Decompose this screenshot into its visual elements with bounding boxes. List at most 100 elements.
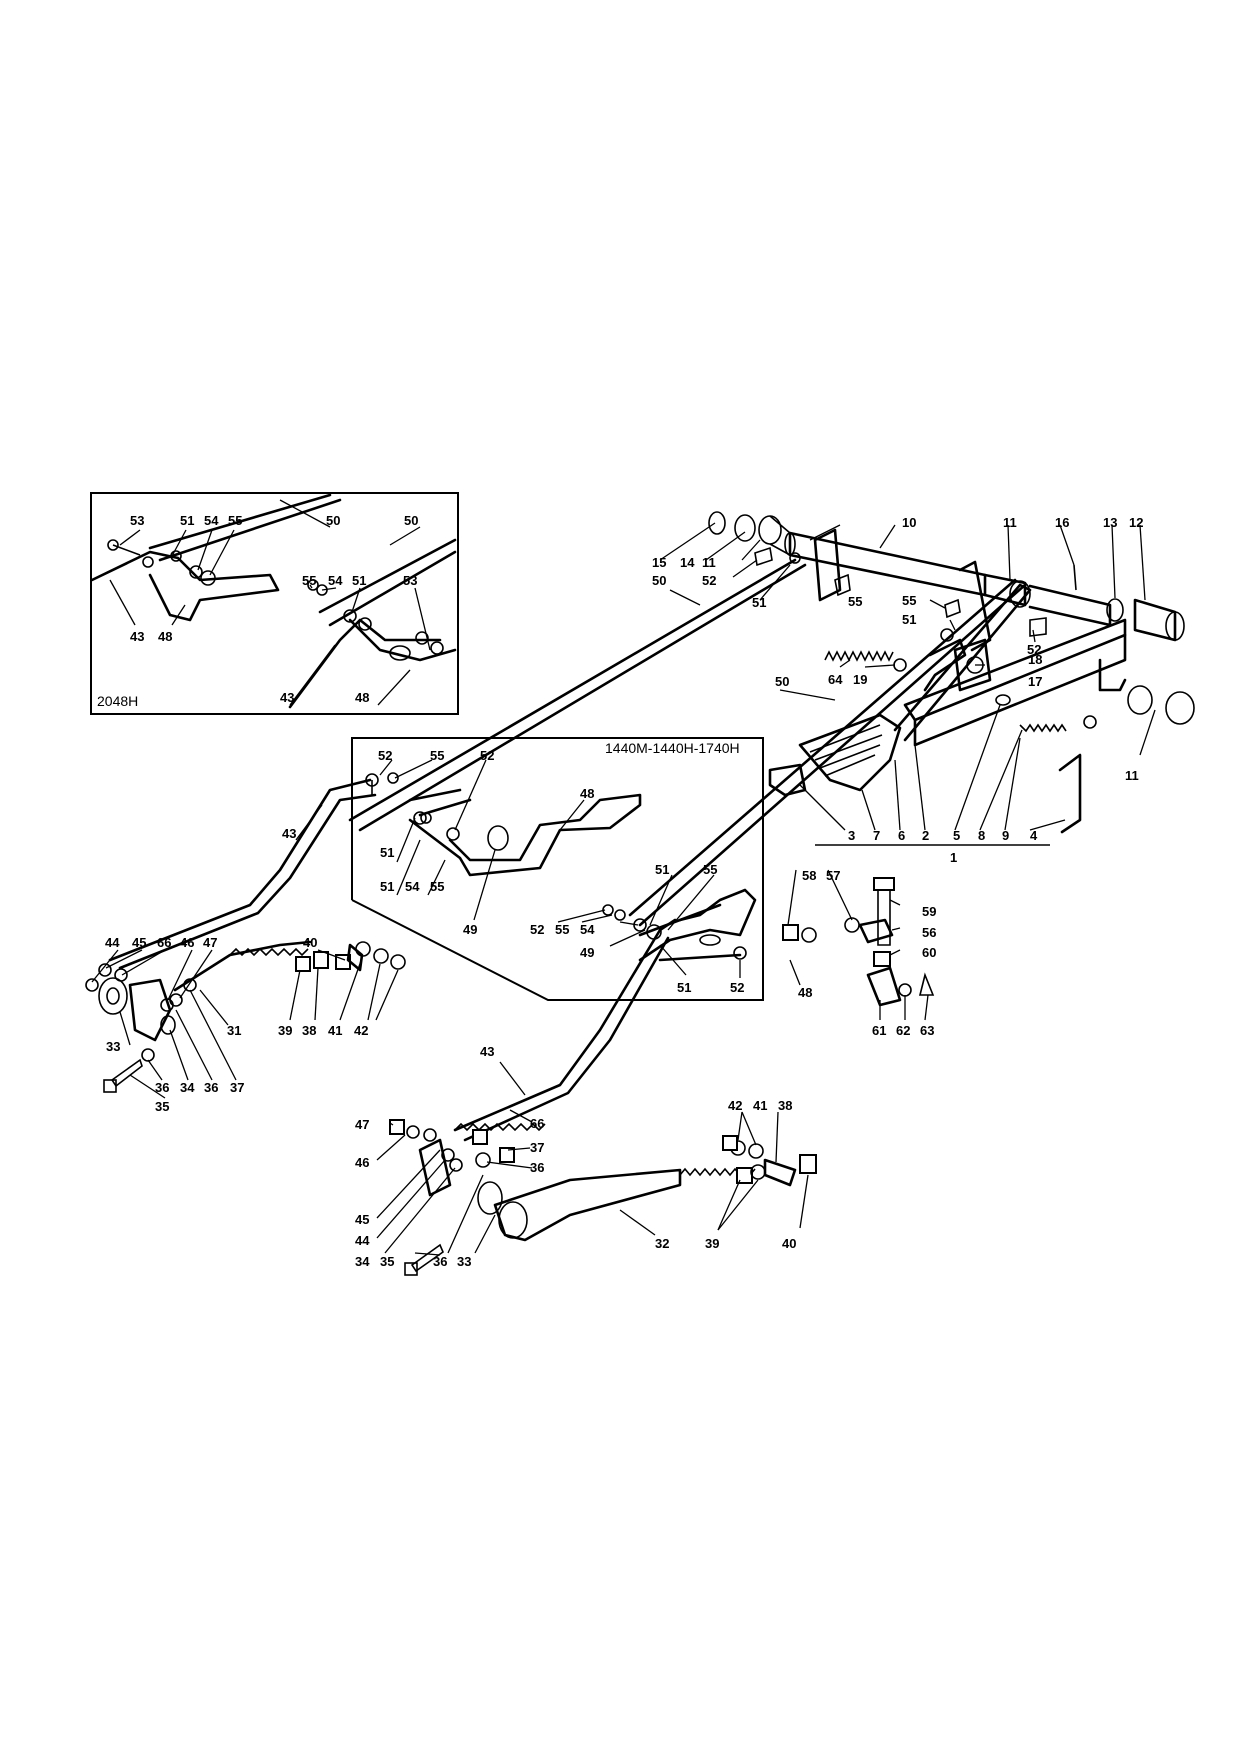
callout-32: 32 bbox=[655, 1236, 669, 1251]
callout-42: 42 bbox=[354, 1023, 368, 1038]
callout-6: 6 bbox=[898, 828, 905, 843]
callout-37: 37 bbox=[530, 1140, 544, 1155]
main-shaft-assembly bbox=[348, 511, 1195, 927]
inset-1440m-caption: 1440M-1440H-1740H bbox=[605, 740, 740, 756]
callout-14: 14 bbox=[680, 555, 695, 570]
bottom-callouts: 43 66 37 36 47 46 45 44 34 35 36 33 32 4… bbox=[355, 1044, 796, 1269]
callout-11: 11 bbox=[1003, 515, 1017, 530]
callout-54: 54 bbox=[405, 879, 420, 894]
callout-16: 16 bbox=[1055, 515, 1069, 530]
callout-53: 53 bbox=[403, 573, 417, 588]
callout-49: 49 bbox=[463, 922, 477, 937]
callout-38: 38 bbox=[778, 1098, 792, 1113]
bottom-linkage-assembly bbox=[389, 918, 817, 1276]
callout-49: 49 bbox=[580, 945, 594, 960]
callout-41: 41 bbox=[328, 1023, 342, 1038]
callout-38: 38 bbox=[302, 1023, 316, 1038]
callout-36: 36 bbox=[433, 1254, 447, 1269]
callout-55: 55 bbox=[902, 593, 916, 608]
callout-53: 53 bbox=[130, 513, 144, 528]
callout-19: 19 bbox=[853, 672, 867, 687]
callout-41: 41 bbox=[753, 1098, 767, 1113]
callout-39: 39 bbox=[705, 1236, 719, 1251]
callout-43: 43 bbox=[280, 690, 294, 705]
callout-13: 13 bbox=[1103, 515, 1117, 530]
callout-51: 51 bbox=[380, 879, 394, 894]
callout-62: 62 bbox=[896, 1023, 910, 1038]
callout-2: 2 bbox=[922, 828, 929, 843]
callout-51: 51 bbox=[180, 513, 194, 528]
inset-1440m: 1440M-1440H-1740H bbox=[351, 737, 764, 1001]
callout-51: 51 bbox=[677, 980, 691, 995]
callout-55: 55 bbox=[302, 573, 316, 588]
callout-50: 50 bbox=[775, 674, 789, 689]
callout-63: 63 bbox=[920, 1023, 934, 1038]
inset-2048h: 2048H bbox=[90, 492, 459, 715]
callout-18: 18 bbox=[1028, 652, 1042, 667]
callout-48: 48 bbox=[798, 985, 812, 1000]
callout-11: 11 bbox=[1125, 768, 1139, 783]
callout-66: 66 bbox=[530, 1116, 544, 1131]
callout-48: 48 bbox=[355, 690, 369, 705]
callout-47: 47 bbox=[203, 935, 217, 950]
callout-43: 43 bbox=[130, 629, 144, 644]
callout-1: 1 bbox=[950, 850, 957, 865]
left-callouts: 43 44 45 66 46 47 40 31 39 38 41 42 33 3… bbox=[105, 826, 368, 1114]
callout-51: 51 bbox=[902, 612, 916, 627]
callout-58: 58 bbox=[802, 868, 816, 883]
callout-52: 52 bbox=[378, 748, 392, 763]
callout-64: 64 bbox=[828, 672, 843, 687]
callout-57: 57 bbox=[826, 868, 840, 883]
callout-60: 60 bbox=[922, 945, 936, 960]
callout-59: 59 bbox=[922, 904, 936, 919]
callout-42: 42 bbox=[728, 1098, 742, 1113]
inset-2048h-caption: 2048H bbox=[97, 693, 138, 709]
callout-7: 7 bbox=[873, 828, 880, 843]
callout-33: 33 bbox=[106, 1039, 120, 1054]
inset-2048h-leaders bbox=[109, 499, 431, 706]
callout-51: 51 bbox=[352, 573, 366, 588]
callout-45: 45 bbox=[355, 1212, 369, 1227]
callout-52: 52 bbox=[702, 573, 716, 588]
inset-1440m-callouts: 52 55 52 48 51 51 54 55 49 52 55 54 49 5… bbox=[378, 748, 744, 995]
callout-48: 48 bbox=[158, 629, 172, 644]
callout-35: 35 bbox=[155, 1099, 169, 1114]
callout-35: 35 bbox=[380, 1254, 394, 1269]
callout-52: 52 bbox=[530, 922, 544, 937]
callout-55: 55 bbox=[228, 513, 242, 528]
inset-1440m-frame bbox=[351, 737, 764, 1001]
lower-leader-lines bbox=[91, 804, 809, 1256]
callout-54: 54 bbox=[204, 513, 219, 528]
callout-8: 8 bbox=[978, 828, 985, 843]
inset-2048h-linkage bbox=[90, 493, 457, 709]
callout-44: 44 bbox=[105, 935, 120, 950]
inset-2048h-frame bbox=[90, 492, 459, 715]
callout-50: 50 bbox=[404, 513, 418, 528]
callout-52: 52 bbox=[1027, 642, 1041, 657]
callout-31: 31 bbox=[227, 1023, 241, 1038]
main-leader-lines bbox=[659, 522, 1156, 1021]
callout-51: 51 bbox=[752, 595, 766, 610]
callout-50: 50 bbox=[652, 573, 666, 588]
callout-54: 54 bbox=[328, 573, 343, 588]
callout-48: 48 bbox=[580, 786, 594, 801]
callout-5: 5 bbox=[953, 828, 960, 843]
callout-4: 4 bbox=[1030, 828, 1038, 843]
callout-55: 55 bbox=[555, 922, 569, 937]
callout-15: 15 bbox=[652, 555, 666, 570]
callout-55: 55 bbox=[430, 748, 444, 763]
callout-34: 34 bbox=[180, 1080, 195, 1095]
callout-40: 40 bbox=[303, 935, 317, 950]
callout-40: 40 bbox=[782, 1236, 796, 1251]
main-callouts: 15 14 11 52 50 51 55 10 11 16 13 12 55 5… bbox=[652, 515, 1143, 865]
callout-43: 43 bbox=[282, 826, 296, 841]
callout-45: 45 bbox=[132, 935, 146, 950]
callout-43: 43 bbox=[480, 1044, 494, 1059]
callout-56: 56 bbox=[922, 925, 936, 940]
callout-39: 39 bbox=[278, 1023, 292, 1038]
callout-54: 54 bbox=[580, 922, 595, 937]
callout-11: 11 bbox=[702, 555, 716, 570]
callout-44: 44 bbox=[355, 1233, 370, 1248]
right-callouts: 58 57 59 56 60 48 61 62 63 bbox=[798, 868, 936, 1038]
